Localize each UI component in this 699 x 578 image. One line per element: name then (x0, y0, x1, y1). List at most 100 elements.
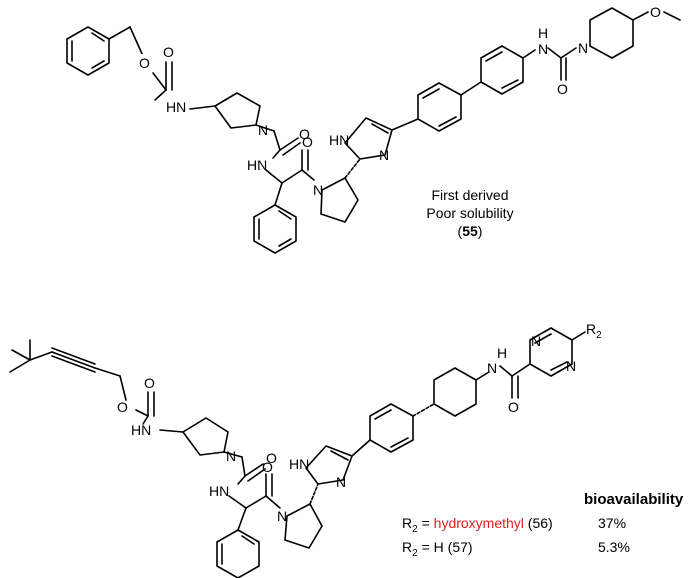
top-ester-o: O (139, 55, 150, 71)
top-anilide-h: H (538, 25, 548, 41)
top-piperidine-n: N (578, 40, 588, 56)
bond (51, 355, 96, 373)
bottom-amide-o: O (262, 459, 273, 475)
bond (119, 375, 127, 401)
top-molecule: O O HN N O HN O N HN N H N O N O (66, 4, 681, 254)
bottom-imidazole-nh: HN (289, 456, 309, 472)
bottom-nh-carbamate: HN (131, 422, 151, 438)
bond (265, 495, 281, 509)
top-biphenyl-ring-1 (417, 82, 462, 132)
bottom-r-group: R2 (586, 321, 602, 341)
bond (511, 363, 531, 377)
bond (273, 130, 281, 151)
bottom-pyrazine-n2: N (566, 358, 576, 374)
bond (135, 409, 149, 417)
bond (237, 507, 247, 531)
bond (460, 81, 482, 96)
top-imidazole-n: N (379, 147, 389, 163)
bond (279, 137, 299, 151)
top-anilide-n: N (538, 41, 548, 57)
bottom-biaryl-phenyl-ring (369, 403, 414, 453)
bond (412, 403, 435, 417)
bottom-imidazole-n: N (336, 474, 346, 490)
bond (237, 475, 246, 485)
bond (51, 347, 96, 365)
bottom-proline-n: N (277, 508, 287, 524)
top-benzyl-ring (66, 26, 110, 76)
bottom-amide-o2: O (508, 399, 519, 415)
top-phenyl-ring (253, 204, 297, 254)
top-imidazole-ring (344, 117, 393, 160)
bond (129, 26, 144, 57)
bottom-phenyl-ring (216, 529, 260, 578)
bond (265, 169, 283, 184)
bioavailability-header: bioavailability (584, 491, 684, 508)
top-pyrrolidine-n: N (258, 122, 268, 138)
bioavailability-value-56: 37% (598, 515, 627, 531)
bond (560, 47, 577, 59)
top-pyrrolidine-ring (189, 92, 275, 132)
top-biphenyl-ring-2 (480, 45, 524, 95)
bioavailability-value-57: 5.3% (598, 539, 630, 555)
top-nh-carbamate: HN (166, 99, 186, 115)
bond (274, 182, 283, 206)
bond (51, 351, 96, 369)
bottom-carbonyl-o: O (144, 375, 155, 391)
substituent-highlight: hydroxymethyl (433, 515, 524, 531)
bond (301, 169, 315, 181)
top-amide-o: O (302, 134, 313, 150)
bond (29, 351, 53, 361)
bond (94, 367, 121, 377)
bond (159, 429, 184, 433)
bottom-urea-o: O (266, 450, 277, 466)
bond (499, 365, 513, 377)
top-carbonyl-o: O (163, 44, 174, 60)
bottom-imidazole-ring (305, 445, 353, 485)
bond (309, 483, 319, 505)
bond (663, 11, 681, 21)
bond (344, 158, 361, 179)
bottom-amide-h: H (497, 345, 507, 361)
bond (391, 118, 419, 131)
bottom-ester-o: O (117, 399, 128, 415)
bond (272, 149, 281, 159)
bottom-amide-n: N (487, 360, 497, 376)
bond (632, 11, 649, 21)
bond (547, 47, 562, 59)
top-proline-n: N (313, 182, 323, 198)
caption-first-derived: First derived (431, 187, 509, 203)
bottom-pyrazine-n1: N (531, 333, 541, 349)
bond (142, 415, 149, 425)
caption-poor-solubility: Poor solubility (426, 205, 514, 221)
top-imidazole-nh: HN (329, 132, 349, 148)
bottom-molecule: O O HN N O HN O N HN N N H O N N R2 (9, 321, 602, 578)
compound-55-label: (55) (457, 223, 483, 239)
bond (241, 456, 246, 477)
bond (475, 371, 490, 381)
bond (244, 463, 264, 477)
bottom-urea-nh: HN (209, 483, 229, 499)
bottom-pyrrolidine-n: N (226, 448, 236, 464)
bond (223, 451, 243, 458)
top-urea-nh: HN (247, 157, 267, 173)
bond (9, 359, 31, 373)
top-urea-o: O (299, 126, 310, 142)
bond (281, 169, 303, 184)
bond (282, 142, 301, 156)
bond (571, 331, 586, 341)
bottom-cyclohexane-ring (433, 367, 477, 417)
bond (351, 439, 371, 457)
bottom-proline-ring (284, 503, 323, 549)
bond (11, 349, 31, 361)
top-proline-ring (320, 177, 359, 223)
bond (152, 72, 167, 91)
r2-row-hydroxymethyl: R2 = hydroxymethyl (56) (402, 515, 553, 535)
top-piperidine-urea-o: O (557, 81, 568, 97)
bond (228, 495, 247, 509)
bottom-pyrrolidine-ring (182, 417, 229, 456)
bond (154, 89, 167, 101)
top-piperidine-ring (589, 7, 634, 59)
bond (522, 49, 536, 59)
